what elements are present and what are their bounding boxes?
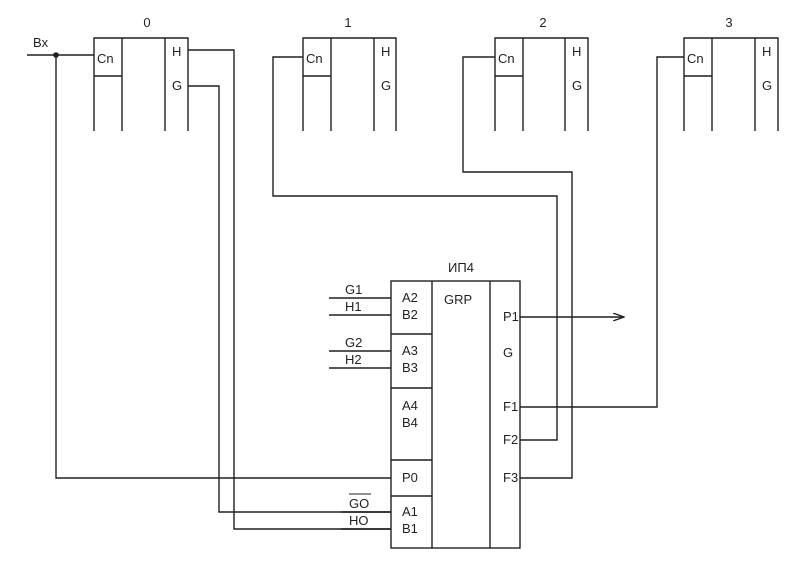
block-0-h-label: H <box>172 44 181 59</box>
input-go-label: GO <box>349 496 369 511</box>
block-3-number: 3 <box>725 15 732 30</box>
pin-g: G <box>503 345 513 360</box>
wire-f1-to-cn3 <box>520 56 684 408</box>
input-g1-label: G1 <box>345 282 362 297</box>
block-3: 3 Cn H G <box>683 15 779 131</box>
block-3-top-outline <box>683 37 779 131</box>
pin-f1: F1 <box>503 399 518 414</box>
block-2-g-label: G <box>572 78 582 93</box>
input-h2-label: H2 <box>345 352 362 367</box>
pin-b1: B1 <box>402 521 418 536</box>
input-bx-label: Bx <box>33 35 49 50</box>
block-3-cn-label: Cn <box>687 51 704 66</box>
pin-f2: F2 <box>503 432 518 447</box>
pin-a4: A4 <box>402 398 418 413</box>
chip-center-label: GRP <box>444 292 472 307</box>
block-0-top-outline <box>93 37 189 131</box>
pin-f3: F3 <box>503 470 518 485</box>
block-2-cn-label: Cn <box>498 51 515 66</box>
block-1-g-label: G <box>381 78 391 93</box>
block-0: 0 Cn H G <box>93 15 189 131</box>
pin-a1: A1 <box>402 504 418 519</box>
pin-p0: P0 <box>402 470 418 485</box>
block-3-h-label: H <box>762 44 771 59</box>
input-g2-label: G2 <box>345 335 362 350</box>
block-1: 1 Cn H G <box>302 15 397 131</box>
block-1-top-outline <box>302 37 397 131</box>
pin-b3: B3 <box>402 360 418 375</box>
input-ho-label: HO <box>349 513 369 528</box>
wire-h0-to-b1 <box>188 49 391 530</box>
block-1-number: 1 <box>344 15 351 30</box>
chip-body <box>390 280 521 549</box>
pin-p1: P1 <box>503 309 519 324</box>
block-3-g-label: G <box>762 78 772 93</box>
wire-bx-to-p0 <box>55 55 391 479</box>
block-2-top-outline <box>494 37 589 131</box>
pin-b2: B2 <box>402 307 418 322</box>
input-h1-label: H1 <box>345 299 362 314</box>
block-0-cn-label: Cn <box>97 51 114 66</box>
block-0-number: 0 <box>143 15 150 30</box>
pin-a2: A2 <box>402 290 418 305</box>
chip-title: ИП4 <box>448 260 474 275</box>
wire-g0-to-a1 <box>188 85 391 513</box>
block-1-cn-label: Cn <box>306 51 323 66</box>
chip-ip4: ИП4 GRP A2 B2 A3 B3 A4 B4 P0 A1 B1 P1 G … <box>390 260 521 549</box>
block-2: 2 Cn H G <box>494 15 589 131</box>
block-2-h-label: H <box>572 44 581 59</box>
block-2-number: 2 <box>539 15 546 30</box>
wire-f2-to-cn1 <box>272 56 558 441</box>
pin-a3: A3 <box>402 343 418 358</box>
pin-b4: B4 <box>402 415 418 430</box>
block-0-g-label: G <box>172 78 182 93</box>
block-1-h-label: H <box>381 44 390 59</box>
wire-f3-to-cn2 <box>462 56 573 479</box>
